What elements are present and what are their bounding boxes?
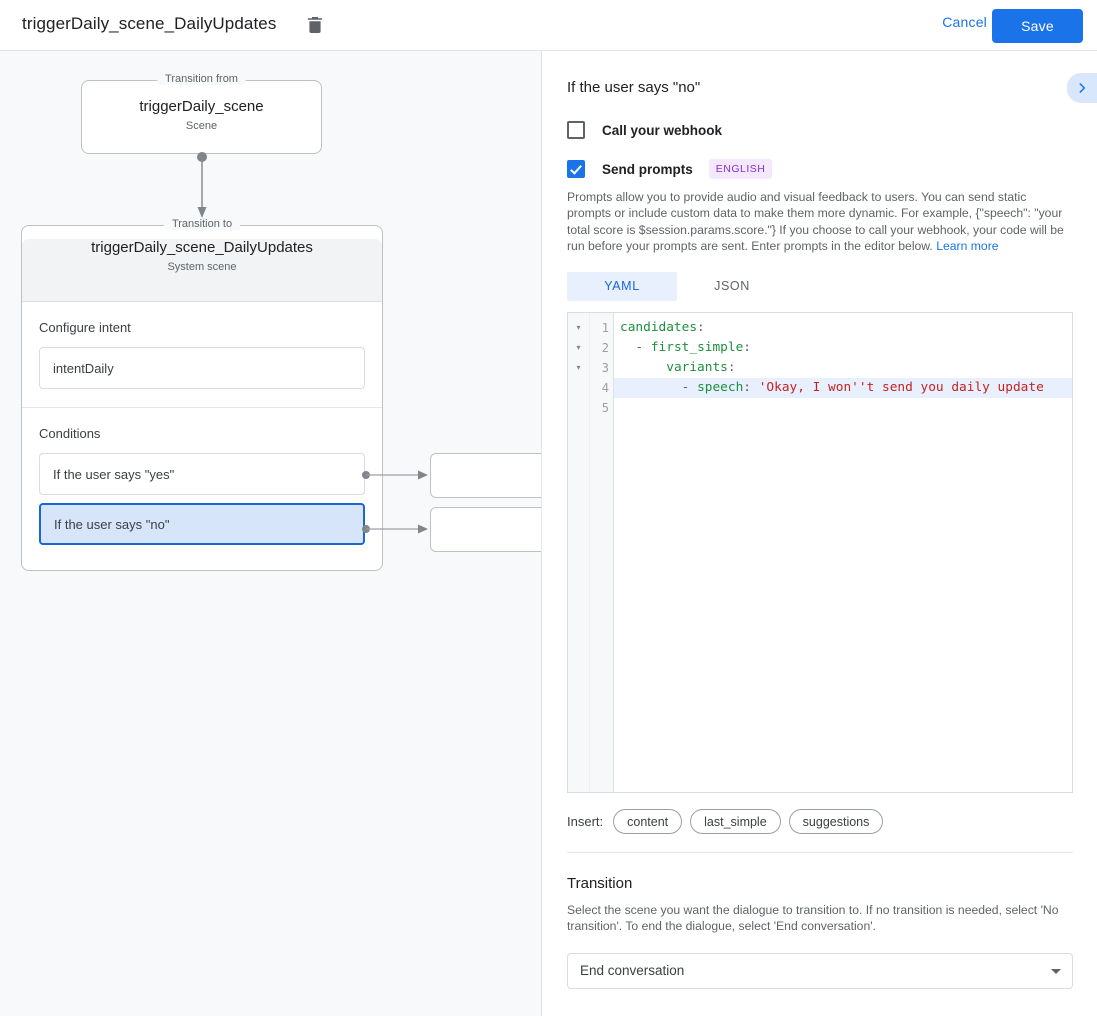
line-number: 1 <box>601 321 609 336</box>
editor-format-tabs: YAML JSON <box>567 272 1073 302</box>
transition-target-value: End conversation <box>580 963 685 979</box>
trash-icon <box>307 17 323 33</box>
condition-item-yes[interactable]: If the user says "yes" <box>39 453 365 495</box>
chevron-down-icon <box>1051 968 1061 974</box>
save-button[interactable]: Save <box>992 9 1083 43</box>
conditions-label: Conditions <box>39 426 101 441</box>
code-key: variants <box>666 360 728 376</box>
webhook-label: Call your webhook <box>602 122 723 138</box>
code-indent <box>620 340 635 355</box>
configure-intent-section: Configure intent intentDaily <box>22 302 382 408</box>
code-key: speech <box>697 380 744 396</box>
code-punct: : <box>697 320 705 336</box>
transition-to-node-header: triggerDaily_scene_DailyUpdates System s… <box>22 239 382 302</box>
cancel-button[interactable]: Cancel <box>942 14 987 30</box>
insert-chip-content[interactable]: content <box>613 809 683 835</box>
details-panel: If the user says "no" Call your webhook … <box>543 51 1097 1016</box>
code-indent <box>620 380 682 395</box>
transition-to-node[interactable]: Transition to triggerDaily_scene_DailyUp… <box>21 218 383 571</box>
target-node-yes[interactable] <box>430 453 541 498</box>
insert-chip-suggestions[interactable]: suggestions <box>788 809 884 835</box>
code-editor[interactable]: ▾ ▾ ▾ 1 2 3 4 5 candidates: - first_simp… <box>567 312 1073 794</box>
intent-value-box[interactable]: intentDaily <box>39 347 365 389</box>
fold-toggle-5 <box>568 398 589 418</box>
line-number: 4 <box>601 381 609 396</box>
prompts-helper-text: Prompts allow you to provide audio and v… <box>567 189 1073 254</box>
code-key: candidates <box>620 320 698 336</box>
delete-button[interactable] <box>303 13 327 37</box>
transition-from-node-title: triggerDaily_scene <box>139 98 264 115</box>
line-number: 2 <box>601 341 609 356</box>
expand-panel-button[interactable] <box>1067 73 1097 103</box>
line-number: 5 <box>601 401 609 416</box>
top-bar: triggerDaily_scene_DailyUpdates Cancel S… <box>0 0 1097 51</box>
line-number: 3 <box>601 361 609 376</box>
fold-toggle-3[interactable]: ▾ <box>576 363 581 373</box>
code-line: variants: <box>614 358 1072 378</box>
graph-connector-arrow <box>197 152 207 218</box>
transition-to-node-title: triggerDaily_scene_DailyUpdates <box>91 239 313 256</box>
send-prompts-checkbox-row[interactable]: Send prompts ENGLISH <box>567 159 1073 179</box>
prompts-section: Call your webhook Send prompts ENGLISH P… <box>543 121 1097 854</box>
conditions-section: Conditions If the user says "yes" If the… <box>22 408 382 563</box>
chevron-right-icon <box>1079 83 1086 93</box>
tab-json[interactable]: JSON <box>714 279 750 294</box>
code-line: - speech: 'Okay, I won''t send you daily… <box>614 378 1072 399</box>
transition-title: Transition <box>567 875 633 893</box>
prompts-helper-body: Prompts allow you to provide audio and v… <box>567 190 1064 253</box>
language-badge: ENGLISH <box>708 159 773 179</box>
code-indent <box>620 360 666 375</box>
code-dash: - <box>681 380 698 396</box>
code-punct: : <box>743 380 759 396</box>
code-string: 'Okay, I won''t send you daily update <box>758 380 1044 396</box>
fold-toggle-1[interactable]: ▾ <box>576 323 581 333</box>
code-punct: : <box>743 340 752 356</box>
transition-description: Select the scene you want the dialogue t… <box>567 903 1059 934</box>
insert-label: Insert: <box>567 814 604 830</box>
panel-divider <box>567 852 1073 854</box>
fold-toggle-4 <box>568 378 589 398</box>
send-prompts-checkbox[interactable] <box>567 160 585 178</box>
fold-toggle-2[interactable]: ▾ <box>576 343 581 353</box>
transition-to-node-subtitle: System scene <box>167 261 237 273</box>
transition-target-select[interactable]: End conversation <box>567 952 1073 989</box>
condition-item-no[interactable]: If the user says "no" <box>39 503 365 545</box>
transition-section: Transition Select the scene you want the… <box>543 853 1097 989</box>
code-punct: : <box>727 360 736 376</box>
learn-more-link[interactable]: Learn more <box>936 238 999 253</box>
configure-intent-label: Configure intent <box>39 320 131 335</box>
editor-line-numbers: 1 2 3 4 5 <box>590 313 614 793</box>
target-node-no[interactable] <box>430 507 541 552</box>
webhook-checkbox-row[interactable]: Call your webhook <box>567 121 1073 139</box>
panel-header: If the user says "no" <box>543 51 1097 103</box>
transition-from-node[interactable]: Transition from triggerDaily_scene Scene <box>81 73 322 154</box>
graph-canvas[interactable]: Transition from triggerDaily_scene Scene… <box>0 51 542 1016</box>
transition-from-legend: Transition from <box>157 73 246 85</box>
editor-fold-gutter[interactable]: ▾ ▾ ▾ <box>568 313 590 793</box>
code-line: candidates: <box>614 318 1072 338</box>
code-line <box>614 398 1072 418</box>
page-title: triggerDaily_scene_DailyUpdates <box>22 14 277 33</box>
tab-yaml[interactable]: YAML <box>567 272 677 302</box>
panel-title: If the user says "no" <box>567 79 701 96</box>
editor-code-area[interactable]: candidates: - first_simple: variants: - … <box>614 313 1072 792</box>
code-dash: - <box>635 340 651 356</box>
insert-chip-last-simple[interactable]: last_simple <box>690 809 781 835</box>
code-line: - first_simple: <box>614 338 1072 358</box>
webhook-checkbox[interactable] <box>567 121 585 139</box>
insert-chips-row: Insert: content last_simple suggestions <box>567 809 1073 835</box>
transition-from-node-subtitle: Scene <box>185 120 218 132</box>
condition-edges <box>362 470 428 534</box>
send-prompts-label: Send prompts <box>602 161 693 177</box>
code-key: first_simple <box>650 340 744 356</box>
transition-to-legend: Transition to <box>163 218 241 230</box>
